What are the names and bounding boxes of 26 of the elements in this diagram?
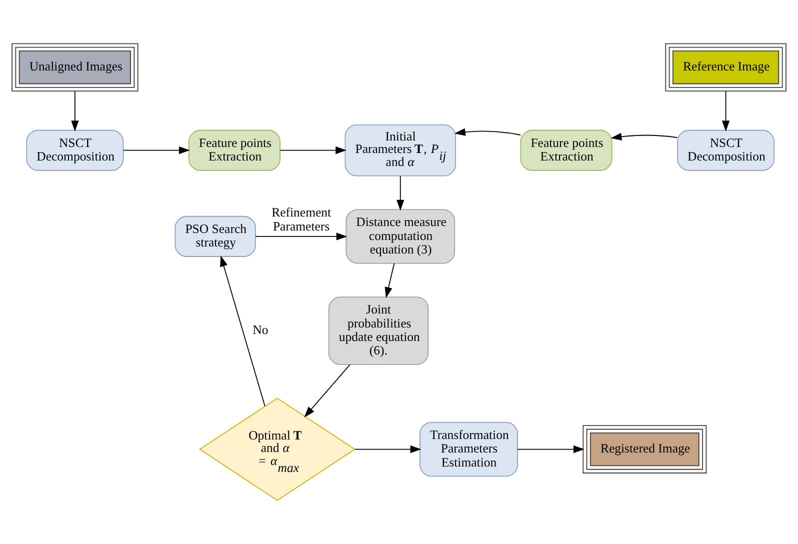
arrow bbox=[255, 232, 348, 240]
arrow bbox=[354, 445, 422, 454]
node-box: Registered Image bbox=[582, 425, 707, 474]
node-box: Distance measure computation equation (3) bbox=[346, 209, 456, 264]
arrow bbox=[722, 90, 730, 132]
arrow bbox=[71, 90, 79, 132]
node-box: NSCT Decomposition bbox=[26, 130, 124, 171]
node-box: Unaligned Images bbox=[12, 43, 138, 92]
edge-label: Refinement Parameters bbox=[272, 206, 332, 234]
arrow bbox=[304, 364, 350, 418]
arrow bbox=[384, 262, 395, 298]
arrow bbox=[396, 176, 404, 211]
edge-label: No bbox=[252, 323, 268, 338]
node-box: NSCT Decomposition bbox=[677, 130, 775, 171]
arrow bbox=[280, 146, 347, 154]
arrow bbox=[123, 146, 190, 154]
arrow bbox=[454, 128, 521, 136]
node-box: Feature points Extraction bbox=[520, 130, 612, 171]
node-box: Feature points Extraction bbox=[188, 130, 280, 171]
node-box: Joint probabilities update equation (6). bbox=[328, 296, 429, 365]
node-box: Reference Image bbox=[665, 43, 786, 92]
node-box: Transformation Parameters Estimation bbox=[420, 422, 518, 477]
arrow bbox=[220, 256, 266, 407]
node-box: PSO Search strategy bbox=[174, 216, 256, 257]
arrow bbox=[610, 132, 678, 140]
arrow bbox=[517, 445, 584, 454]
